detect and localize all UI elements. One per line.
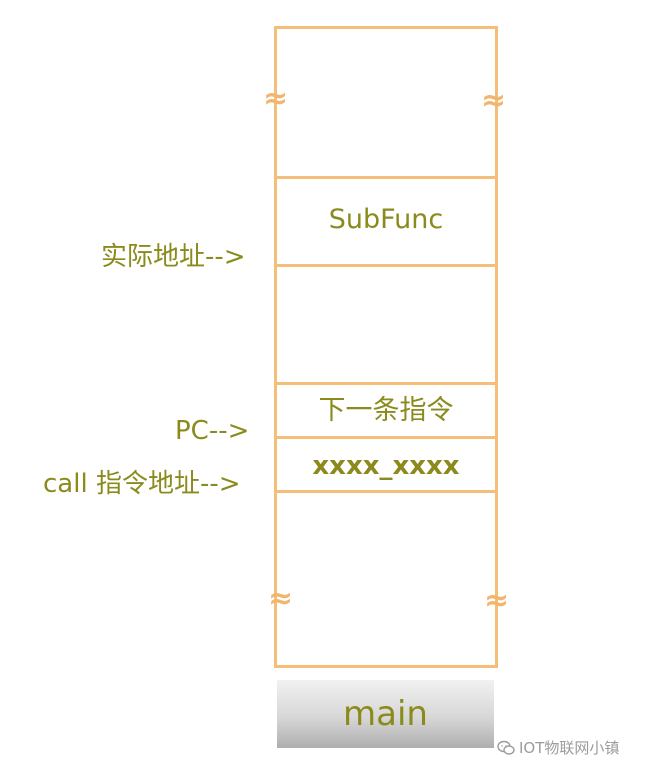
- break-symbol-bottom-right: ≈: [484, 583, 510, 618]
- pc-label: PC-->: [175, 416, 250, 446]
- divider-subfunc-bottom: [277, 264, 495, 267]
- break-symbol-top-right: ≈: [481, 83, 507, 118]
- actual-address-label: 实际地址-->: [101, 242, 246, 272]
- break-symbol-bottom-left: ≈: [268, 581, 294, 616]
- call-instruction-cell: xxxx_xxxx: [312, 451, 460, 481]
- break-symbol-top-left: ≈: [263, 81, 289, 116]
- subfunc-cell: SubFunc: [328, 204, 444, 235]
- watermark: IOT物联网小镇: [497, 739, 619, 757]
- next-instruction-cell: 下一条指令: [318, 395, 454, 426]
- divider-next-instruction-top: [277, 382, 495, 385]
- watermark-text: IOT物联网小镇: [519, 739, 620, 757]
- wechat-icon: [497, 740, 515, 756]
- divider-top-gap: [277, 176, 495, 179]
- divider-call-instruction-top: [277, 436, 495, 439]
- call-address-label: call 指令地址-->: [43, 469, 241, 499]
- main-block: main: [277, 680, 494, 748]
- main-label: main: [343, 694, 428, 734]
- memory-stack: SubFunc 下一条指令 xxxx_xxxx: [274, 26, 498, 668]
- divider-call-instruction-bottom: [277, 490, 495, 493]
